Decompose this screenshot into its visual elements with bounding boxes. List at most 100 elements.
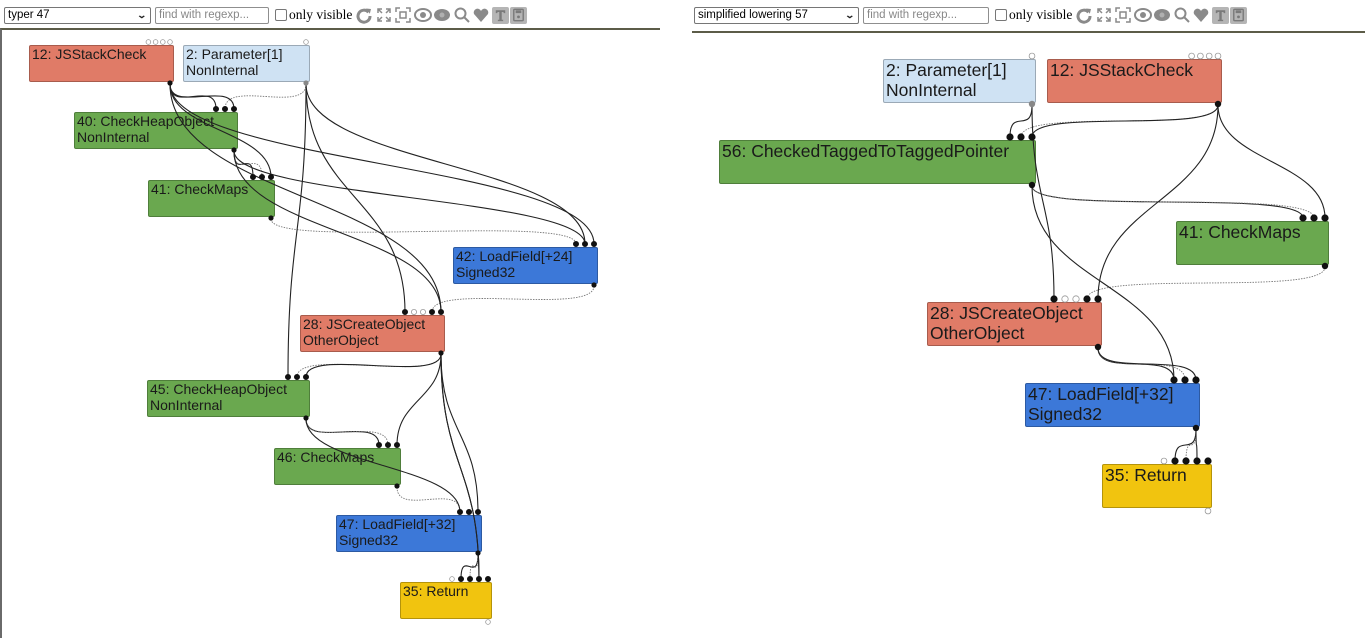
graph-node-56[interactable]: 56: CheckedTaggedToTaggedPointer	[719, 140, 1036, 184]
input-port[interactable]	[160, 39, 166, 45]
graph-node-12[interactable]: 12: JSStackCheck	[1047, 59, 1222, 103]
input-port[interactable]	[466, 576, 473, 583]
save-icon[interactable]	[1230, 6, 1248, 24]
input-port[interactable]	[302, 373, 309, 380]
graph-node-35[interactable]: 35: Return	[400, 582, 492, 619]
input-port[interactable]	[1160, 457, 1168, 465]
input-port[interactable]	[437, 308, 444, 315]
graph-node-47[interactable]: 47: LoadField[+32]Signed32	[336, 515, 482, 552]
input-port[interactable]	[1083, 295, 1091, 303]
show-eye-icon[interactable]	[413, 6, 432, 24]
output-port[interactable]	[1214, 100, 1222, 108]
hide-eye-icon[interactable]	[433, 6, 451, 24]
input-port[interactable]	[212, 106, 219, 113]
input-port[interactable]	[1072, 295, 1080, 303]
input-port[interactable]	[1299, 214, 1307, 222]
input-port[interactable]	[249, 173, 256, 180]
phase-select[interactable]: typer 47 ⌄	[4, 6, 151, 24]
output-port[interactable]	[1028, 181, 1036, 189]
input-port[interactable]	[573, 240, 580, 247]
input-port[interactable]	[1006, 133, 1014, 141]
output-port[interactable]	[1192, 424, 1200, 432]
output-port[interactable]	[268, 215, 274, 221]
only-visible-checkbox[interactable]: only visible	[275, 7, 352, 23]
output-port[interactable]	[475, 550, 481, 556]
input-port[interactable]	[1193, 457, 1201, 465]
graph-node-42[interactable]: 42: LoadField[+24]Signed32	[453, 247, 598, 284]
graph-node-35[interactable]: 35: Return	[1102, 464, 1212, 508]
output-port[interactable]	[1321, 262, 1329, 270]
expand-icon[interactable]	[1095, 6, 1113, 24]
save-icon[interactable]	[510, 6, 528, 24]
input-port[interactable]	[1205, 52, 1213, 60]
input-port[interactable]	[375, 441, 382, 448]
show-eye-icon[interactable]	[1133, 6, 1152, 24]
input-port[interactable]	[1017, 133, 1025, 141]
input-port[interactable]	[1181, 376, 1189, 384]
heart-icon[interactable]	[1192, 6, 1210, 24]
input-port[interactable]	[410, 308, 417, 315]
search-input[interactable]: find with regexp...	[155, 6, 269, 24]
input-port[interactable]	[1204, 457, 1212, 465]
graph-node-12[interactable]: 12: JSStackCheck	[29, 45, 174, 82]
input-port[interactable]	[1170, 376, 1178, 384]
input-port[interactable]	[293, 373, 300, 380]
output-port[interactable]	[1094, 343, 1102, 351]
input-port[interactable]	[145, 39, 152, 45]
refresh-icon[interactable]	[1075, 6, 1093, 24]
input-port[interactable]	[591, 240, 598, 247]
input-port[interactable]	[1197, 52, 1204, 60]
input-port[interactable]	[474, 508, 481, 515]
graph-node-41[interactable]: 41: CheckMaps	[148, 180, 275, 217]
graph-node-46[interactable]: 46: CheckMaps	[274, 448, 401, 485]
input-port[interactable]	[449, 576, 455, 582]
input-port[interactable]	[475, 576, 482, 583]
text-icon[interactable]	[491, 6, 509, 24]
refresh-icon[interactable]	[355, 6, 373, 24]
fit-icon[interactable]	[1114, 6, 1132, 24]
input-port[interactable]	[284, 373, 291, 380]
graph-node-47[interactable]: 47: LoadField[+32]Signed32	[1025, 383, 1200, 427]
input-port[interactable]	[401, 308, 408, 315]
input-port[interactable]	[1028, 133, 1036, 141]
hide-eye-icon[interactable]	[1153, 6, 1171, 24]
output-port[interactable]	[167, 80, 173, 86]
only-visible-checkbox[interactable]: only visible	[995, 7, 1072, 23]
output-port[interactable]	[591, 282, 597, 288]
output-port[interactable]	[1028, 100, 1036, 108]
input-port[interactable]	[1192, 376, 1200, 384]
input-port[interactable]	[1310, 214, 1318, 222]
expand-icon[interactable]	[375, 6, 393, 24]
heart-icon[interactable]	[472, 6, 490, 24]
input-port[interactable]	[1214, 52, 1222, 60]
graph-node-2[interactable]: 2: Parameter[1]NonInternal	[883, 59, 1036, 103]
input-port[interactable]	[267, 173, 274, 180]
input-port[interactable]	[152, 39, 159, 45]
input-port[interactable]	[221, 106, 228, 113]
input-port[interactable]	[1171, 457, 1179, 465]
text-icon[interactable]	[1211, 6, 1229, 24]
input-port[interactable]	[1028, 52, 1036, 60]
input-port[interactable]	[456, 508, 463, 515]
input-port[interactable]	[1188, 52, 1195, 60]
input-port[interactable]	[1182, 457, 1190, 465]
output-port[interactable]	[303, 415, 309, 421]
graph-node-41[interactable]: 41: CheckMaps	[1176, 221, 1329, 265]
input-port[interactable]	[258, 173, 265, 180]
input-port[interactable]	[230, 106, 237, 113]
input-port[interactable]	[419, 308, 426, 315]
input-port[interactable]	[1094, 295, 1102, 303]
output-port[interactable]	[1204, 507, 1212, 515]
output-port[interactable]	[438, 350, 444, 356]
input-port[interactable]	[303, 39, 309, 45]
checkbox-box[interactable]	[995, 9, 1007, 21]
search-icon[interactable]	[1173, 6, 1191, 24]
input-port[interactable]	[465, 508, 472, 515]
input-port[interactable]	[484, 576, 491, 583]
